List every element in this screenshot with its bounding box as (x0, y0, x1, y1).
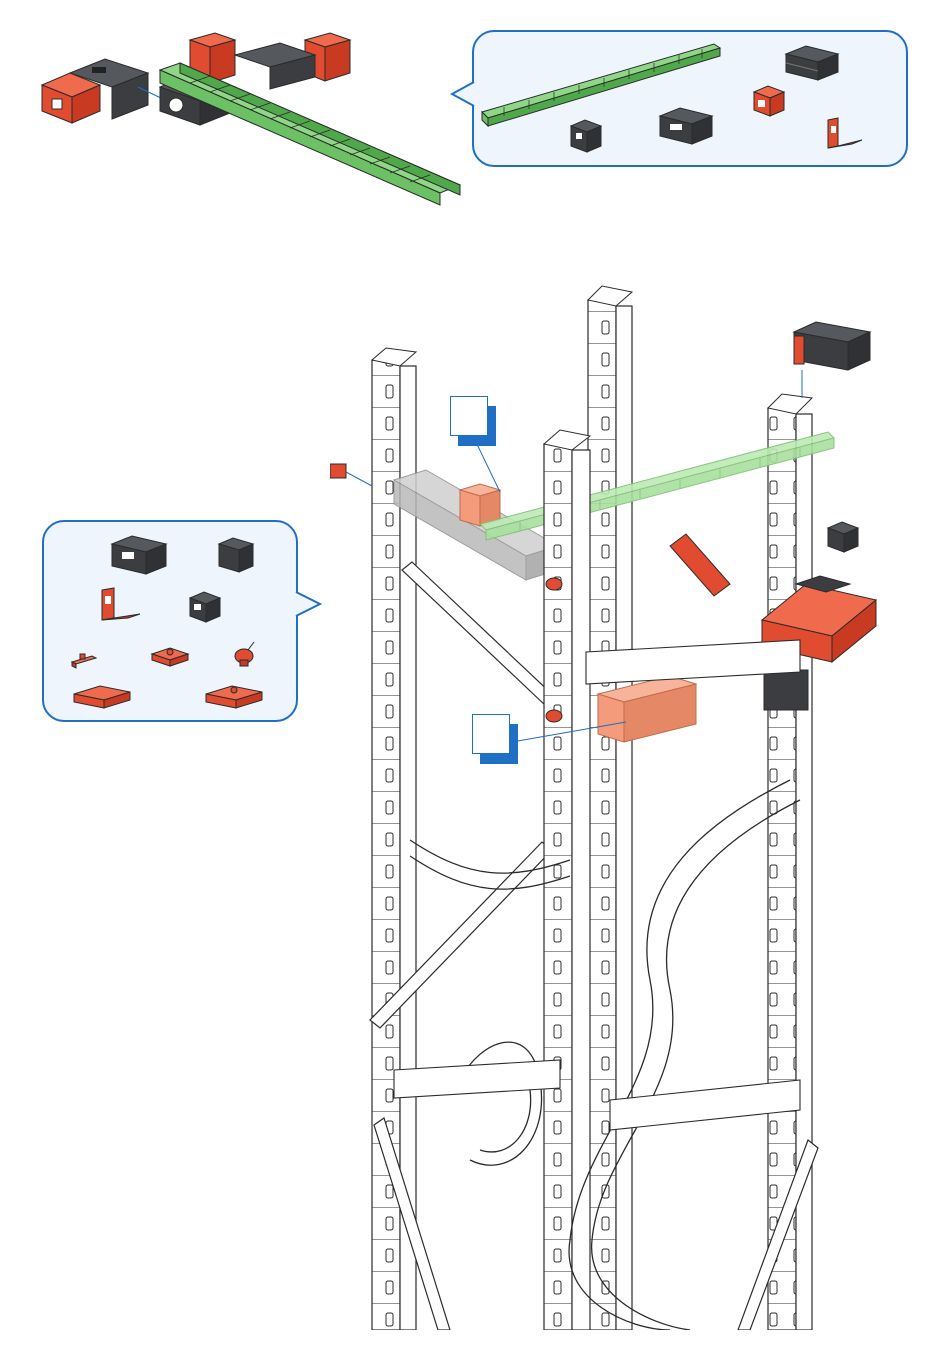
dark-large-block-part (112, 536, 166, 574)
tower-assembly (330, 280, 930, 1330)
callout-pointer-left (294, 590, 322, 620)
red-angle-bracket-part (828, 118, 862, 148)
dark-block-top-right (794, 322, 870, 398)
dark-large-block-part (660, 108, 712, 144)
dark-cube-part (190, 592, 220, 622)
step-marker-lower-label (472, 714, 510, 754)
black-dual-block-part (786, 46, 838, 80)
parts-callout-top (472, 30, 908, 167)
callout-pointer-top (450, 80, 476, 110)
step-marker-top-label (450, 396, 488, 436)
tower-assembly-drawing (330, 280, 930, 1330)
parts-callout-left-drawing (44, 522, 300, 724)
red-cube-part (754, 86, 784, 116)
dark-small-block-part (219, 538, 253, 572)
top-assembly (30, 25, 470, 215)
parts-callout-left (42, 520, 298, 722)
dark-small-block-right (828, 522, 858, 552)
red-plate-part (152, 648, 188, 666)
step-marker-lower (472, 714, 510, 754)
red-peg-left (330, 464, 372, 486)
red-cylinder (670, 534, 730, 596)
parts-callout-top-drawing (474, 32, 910, 169)
red-angle-bracket-part (102, 588, 140, 620)
step-marker-top-leader (470, 436, 510, 496)
step-marker-lower-leader (510, 718, 630, 748)
red-long-plate-b-part (206, 686, 262, 708)
dark-small-block-part (571, 120, 601, 152)
pillar-back-center (588, 286, 632, 1330)
red-small-clip-part (72, 654, 96, 668)
green-track (160, 63, 460, 205)
pillar-front-center (544, 430, 590, 1330)
top-assembly-drawing (30, 25, 470, 215)
red-bulb-part (235, 642, 254, 666)
step-marker-top (450, 396, 488, 436)
red-long-plate-a-part (74, 686, 130, 708)
